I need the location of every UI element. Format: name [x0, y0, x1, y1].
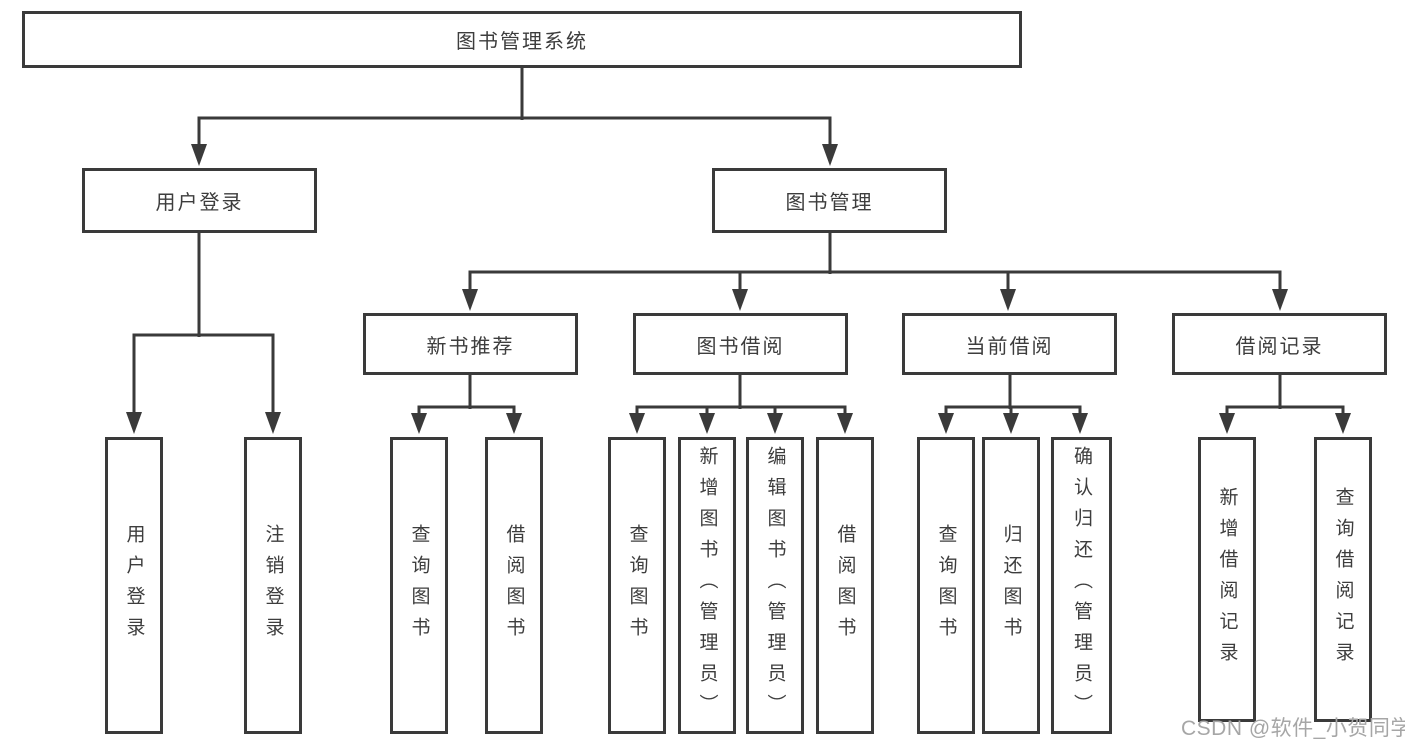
leaf-add-borrow-record: 新增借阅记录: [1198, 437, 1256, 722]
node-label: 图书管理系统: [456, 31, 588, 53]
node-label: 查询图书: [935, 523, 957, 648]
node-label: 归还图书: [1000, 523, 1022, 648]
leaf-return-books: 归还图书: [982, 437, 1040, 734]
node-label: 新增图书（管理员）: [696, 446, 718, 725]
node-label: 查询图书: [626, 523, 648, 648]
node-label: 确认归还（管理员）: [1071, 446, 1092, 725]
node-book-management: 图书管理: [712, 168, 947, 233]
node-borrow-records: 借阅记录: [1172, 313, 1387, 375]
leaf-borrow-books-recommend: 借阅图书: [485, 437, 543, 734]
leaf-user-login: 用户登录: [105, 437, 163, 734]
node-label: 新增借阅记录: [1216, 486, 1238, 673]
leaf-query-books-borrow: 查询图书: [608, 437, 666, 734]
leaf-confirm-return-admin: 确认归还（管理员）: [1051, 437, 1112, 734]
leaf-add-books-admin: 新增图书（管理员）: [678, 437, 736, 734]
node-label: 用户登录: [155, 192, 244, 214]
node-label: 借阅图书: [503, 523, 525, 648]
node-label: 借阅记录: [1235, 335, 1324, 358]
node-label: 借阅图书: [834, 523, 856, 648]
node-label: 注销登录: [262, 523, 284, 648]
leaf-edit-books-admin: 编辑图书（管理员）: [746, 437, 804, 734]
node-current-borrow: 当前借阅: [902, 313, 1117, 375]
node-label: 新书推荐: [426, 335, 515, 358]
node-label: 查询借阅记录: [1332, 486, 1354, 673]
csdn-watermark: CSDN @软件_小贺同学: [1181, 717, 1405, 740]
leaf-logout: 注销登录: [244, 437, 302, 734]
node-label: 图书管理: [785, 192, 874, 214]
leaf-query-books-current: 查询图书: [917, 437, 975, 734]
node-library-management-system: 图书管理系统: [22, 11, 1022, 68]
node-new-book-recommend: 新书推荐: [363, 313, 578, 375]
node-book-borrow: 图书借阅: [633, 313, 848, 375]
node-label: 图书借阅: [696, 335, 785, 358]
node-label: 查询图书: [408, 523, 430, 648]
node-label: 用户登录: [123, 523, 145, 648]
leaf-query-borrow-record: 查询借阅记录: [1314, 437, 1372, 722]
node-user-login: 用户登录: [82, 168, 317, 233]
leaf-query-books-recommend: 查询图书: [390, 437, 448, 734]
node-label: 当前借阅: [965, 335, 1054, 358]
node-label: 编辑图书（管理员）: [764, 446, 786, 725]
leaf-borrow-books: 借阅图书: [816, 437, 874, 734]
